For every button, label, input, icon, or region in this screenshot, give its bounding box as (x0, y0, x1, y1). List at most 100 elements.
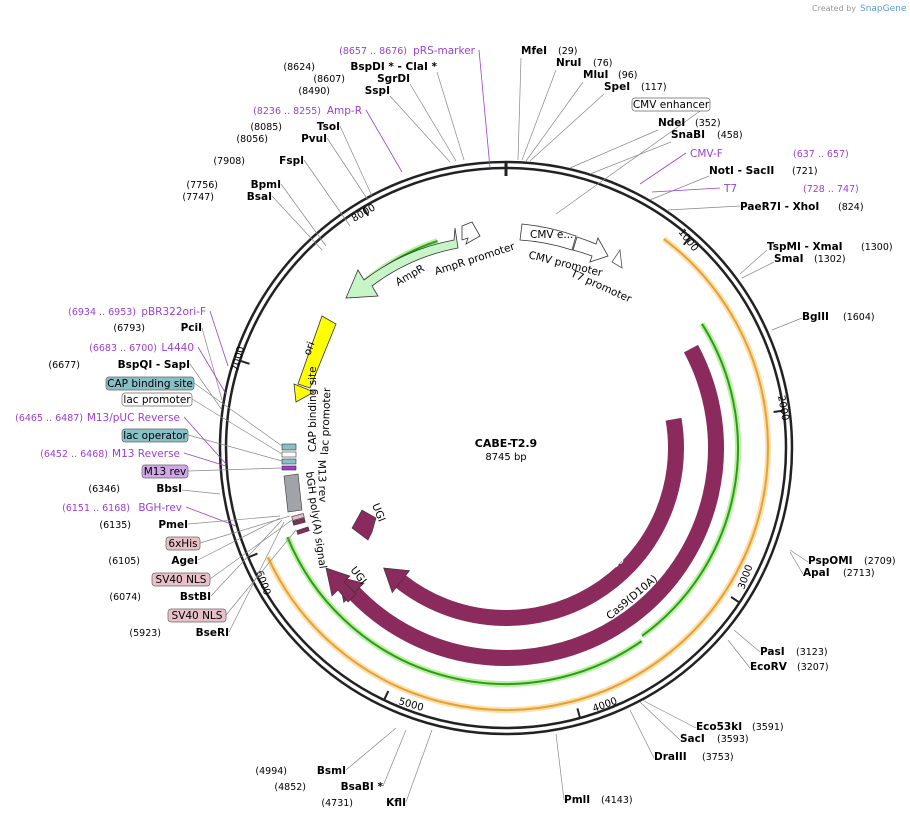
primer-name: pRS-marker (413, 45, 476, 57)
primer-range: (6934 .. 6953) (68, 307, 136, 318)
ori-arrow (293, 315, 337, 403)
labels: MfeI(29)NruI(76)MluI(96)SpeI(117)NdeI(35… (15, 45, 895, 809)
site-pos: (4143) (601, 795, 633, 806)
site-name: TspMI - XmaI (767, 241, 843, 253)
cas9-arc (395, 417, 684, 626)
primer-range: (728 .. 747) (803, 184, 859, 195)
site-pos: (7756) (186, 180, 218, 191)
cmv-e-label: CMV e... (530, 229, 573, 241)
feature-box-label: lac promoter (123, 394, 191, 406)
feature-box-label: SV40 NLS (156, 574, 207, 586)
site-name: AgeI (171, 555, 198, 567)
lac-operator-mark (281, 458, 297, 465)
primer-leader (183, 416, 227, 465)
site-pos: (6105) (108, 556, 140, 567)
site-pos: (96) (618, 70, 638, 81)
lac-promoter-label: lac promoter (319, 387, 333, 455)
site-name: BseRI (196, 627, 229, 639)
plasmid-length: 8745 bp (485, 452, 526, 463)
ugi-arrow-1 (351, 509, 377, 541)
primer-range: (637 .. 657) (793, 149, 849, 160)
nls1-mark (292, 517, 306, 526)
m13-rev-label: M13 rev (315, 460, 328, 503)
m13-rev-mark (281, 465, 297, 471)
site-pos: (458) (717, 130, 743, 141)
feature-box (631, 97, 711, 112)
site-name: PspOMI (808, 555, 853, 567)
site-name: NdeI (658, 117, 685, 129)
tick-mark-5000 (383, 690, 390, 701)
feature-box-label: lac operator (123, 430, 187, 442)
site-name: SnaBI (671, 129, 705, 141)
site-name: ApaI (803, 567, 830, 579)
site-name: PciI (181, 322, 202, 334)
feature-box (167, 608, 227, 623)
cmv-enhancer-arrow (519, 223, 577, 251)
tick-label-2000: 2000 (775, 395, 790, 422)
primer-name: L4440 (161, 342, 194, 354)
primer-leader (197, 346, 227, 395)
primer-name: M13 Reverse (112, 448, 180, 460)
his-mark (291, 513, 305, 521)
site-name: SspI (365, 85, 390, 97)
site-name: NruI (556, 57, 581, 69)
site-name: SacI (680, 733, 705, 745)
site-pos: (4852) (274, 782, 306, 793)
tick-label-6000: 6000 (253, 569, 272, 597)
site-name: DraIII (654, 751, 687, 763)
tick-label-7000: 7000 (230, 345, 247, 372)
site-pos: (1300) (861, 242, 893, 253)
primer-name: M13/pUC Reverse (87, 412, 180, 424)
feature-box-label: M13 rev (144, 466, 187, 478)
cas9-head (383, 567, 411, 594)
feature-box-label: 6xHis (168, 538, 197, 550)
orange-arc (266, 238, 769, 711)
site-pos: (352) (695, 118, 721, 129)
primer-leader (651, 187, 721, 193)
tick-mark-4000 (576, 708, 582, 719)
cas9d10a-arc (348, 344, 724, 666)
site-name: PasI (760, 646, 785, 658)
site-pos: (3591) (752, 722, 784, 733)
credit-prefix: Created by (812, 4, 856, 13)
site-name: BspQI - SapI (118, 359, 190, 371)
primer-name: CMV-F (690, 148, 723, 160)
primer-leader (478, 49, 491, 169)
site-name: BsaBI * (341, 781, 384, 793)
site-pos: (1604) (843, 312, 875, 323)
feature-box (121, 392, 193, 407)
site-name: MfeI (521, 45, 547, 57)
ampr-promoter-arrow (461, 221, 481, 245)
cap-site-mark (281, 443, 297, 451)
site-name: BsmI (317, 765, 346, 777)
leader-lines (181, 57, 809, 803)
ori-label: ori (302, 340, 318, 357)
site-pos: (5923) (129, 628, 161, 639)
site-pos: (721) (792, 166, 818, 177)
cap-site-label: CAP binding site (307, 366, 319, 452)
primer-name: BGH-rev (138, 502, 182, 514)
site-pos: (3207) (797, 662, 829, 673)
site-pos: (6135) (99, 520, 131, 531)
site-pos: (4731) (321, 798, 353, 809)
primer-leader (209, 310, 229, 367)
tick-mark-8000 (362, 206, 370, 217)
tick-mark-2000 (773, 409, 784, 413)
site-pos: (8490) (298, 86, 330, 97)
feature-box-label: CAP binding site (107, 378, 193, 390)
nls2-mark (296, 526, 310, 535)
site-pos: (1302) (814, 254, 846, 265)
site-name: BbsI (156, 483, 182, 495)
primer-range: (6465 .. 6487) (15, 413, 83, 424)
site-pos: (8085) (250, 122, 282, 133)
site-pos: (2709) (864, 556, 896, 567)
feature-box-label: CMV enhancer (633, 99, 710, 111)
site-name: PmlI (564, 794, 590, 806)
site-pos: (6074) (109, 592, 141, 603)
green-arc-2 (286, 536, 643, 685)
site-name: SmaI (774, 253, 804, 265)
site-pos: (8056) (236, 134, 268, 145)
plasmid-name: CABE-T2.9 (475, 437, 537, 450)
site-name: SpeI (604, 81, 630, 93)
